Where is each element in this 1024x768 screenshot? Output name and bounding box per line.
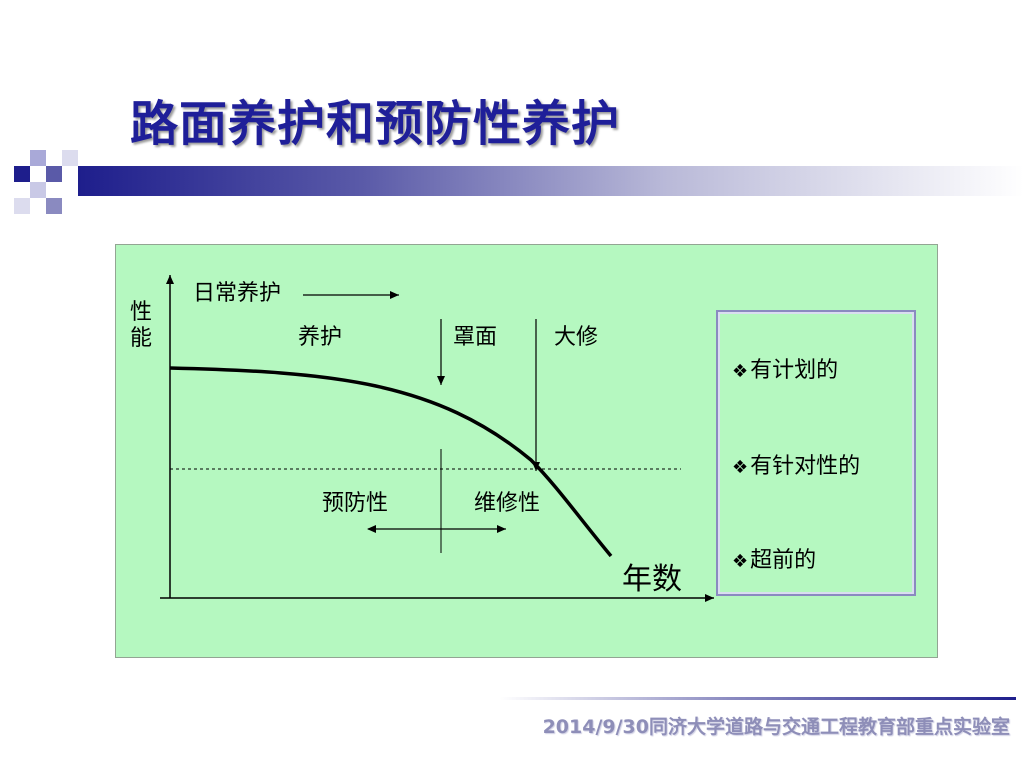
title-underline-bar bbox=[78, 166, 1024, 196]
feature-item: ❖有计划的 bbox=[732, 358, 839, 383]
performance-curve bbox=[169, 366, 613, 558]
performance-curve-diagram bbox=[160, 275, 714, 602]
slide-title: 路面养护和预防性养护 bbox=[130, 96, 621, 152]
maintenance-label: 养护 bbox=[298, 325, 343, 350]
diamond-bullet-icon: ❖ bbox=[732, 551, 749, 572]
corrective-label: 维修性 bbox=[474, 491, 541, 516]
routine-maintenance-label: 日常养护 bbox=[193, 281, 282, 306]
features-box: ❖有计划的 ❖有针对性的 ❖超前的 bbox=[716, 310, 916, 596]
diamond-bullet-icon: ❖ bbox=[732, 361, 749, 382]
footer-text: 2014/9/30同济大学道路与交通工程教育部重点实验室 bbox=[542, 716, 1010, 738]
x-axis-label: 年数 bbox=[622, 562, 682, 597]
overhaul-label: 大修 bbox=[554, 325, 599, 350]
footer-divider bbox=[500, 697, 1016, 700]
feature-item: ❖有针对性的 bbox=[732, 454, 861, 479]
y-axis-label: 性能 bbox=[129, 300, 152, 351]
diamond-bullet-icon: ❖ bbox=[732, 457, 749, 478]
overlay-label: 罩面 bbox=[453, 325, 498, 350]
title-decoration bbox=[0, 148, 80, 218]
preventive-label: 预防性 bbox=[322, 491, 389, 516]
feature-item: ❖超前的 bbox=[732, 548, 817, 573]
